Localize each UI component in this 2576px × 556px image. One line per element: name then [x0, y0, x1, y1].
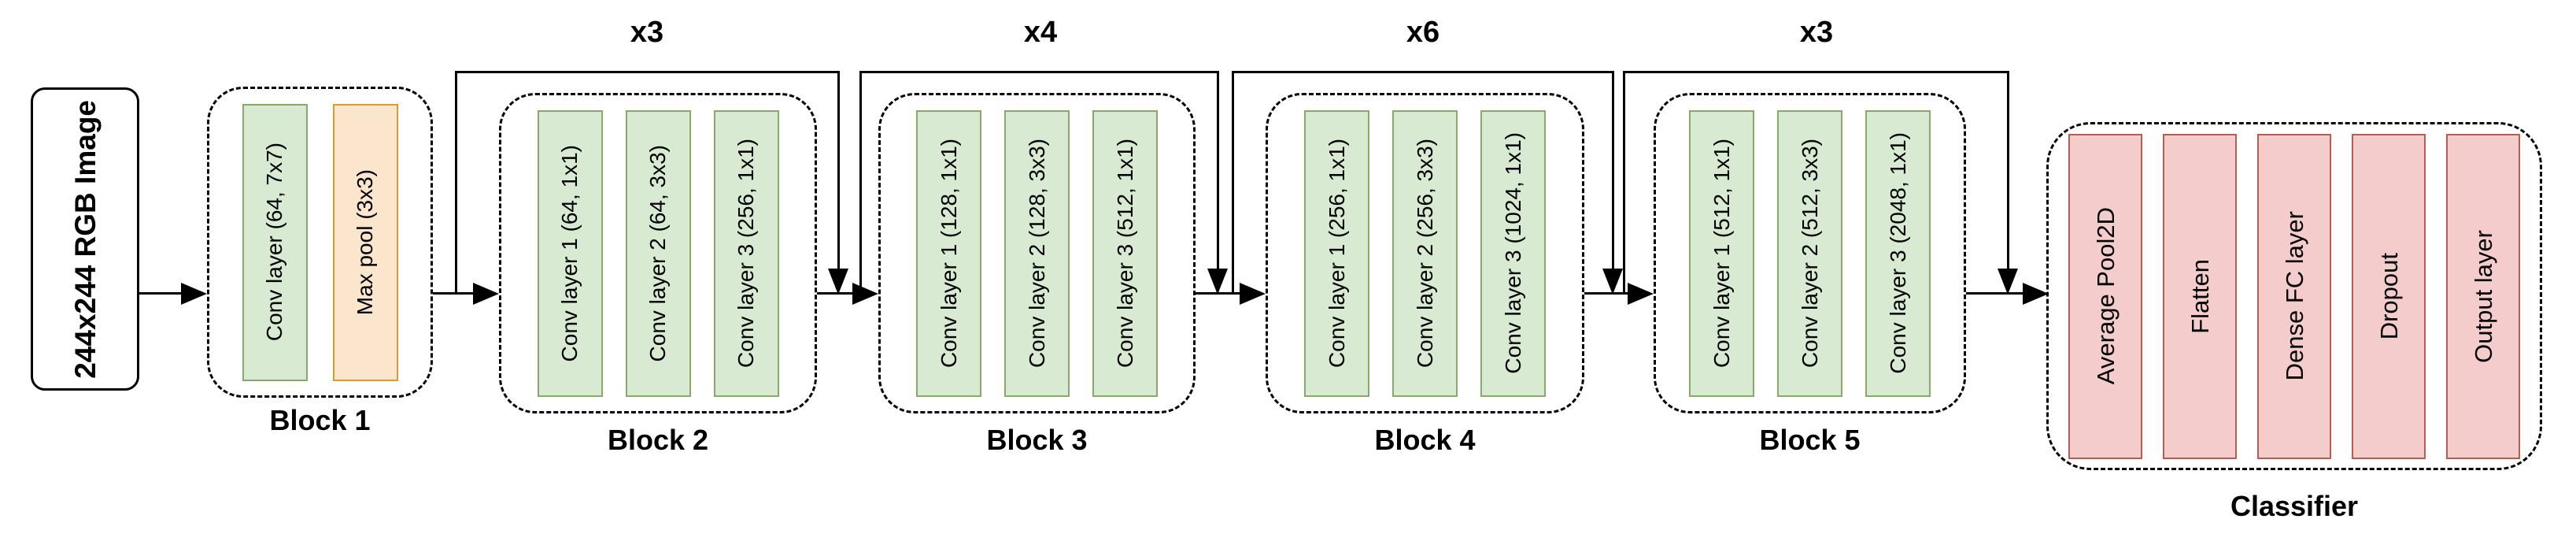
arrowhead-into-block5: [1628, 283, 1654, 305]
block4-conv2-box: Conv layer 2 (256, 3x3): [1392, 109, 1458, 397]
arrowhead-into-block1: [181, 283, 207, 305]
block-2-caption: Block 2: [607, 424, 709, 456]
loop-block4-top-line: [1232, 71, 1614, 73]
flow-line-input-to-block1: [139, 292, 187, 295]
arrowhead-into-classifier: [2023, 283, 2049, 305]
block-1-container: Conv layer (64, 7x7) Max pool (3x3): [207, 87, 433, 398]
loop-block5-repeat-label: x3: [1799, 16, 1834, 49]
block1-max-pool-box: Max pool (3x3): [332, 103, 398, 381]
flow-line-block5-to-classifier: [1966, 292, 2027, 295]
loop-block2-repeat-label: x3: [630, 16, 664, 49]
classifier-average-pool2d-label: Average Pool2D: [2091, 207, 2120, 385]
block5-conv2-label: Conv layer 2 (512, 3x3): [1797, 138, 1822, 369]
block3-conv3-box: Conv layer 3 (512, 1x1): [1092, 109, 1158, 397]
loop-block2-arrowhead: [828, 269, 848, 295]
block-2-container: Conv layer 1 (64, 1x1) Conv layer 2 (64,…: [499, 93, 817, 413]
block-3-caption: Block 3: [986, 424, 1088, 456]
classifier-dense-fc-label: Dense FC layer: [2280, 211, 2308, 381]
block-1-caption: Block 1: [269, 404, 371, 436]
block5-conv1-box: Conv layer 1 (512, 1x1): [1689, 109, 1754, 397]
block2-conv2-label: Conv layer 2 (64, 3x3): [645, 144, 670, 362]
loop-block3-arrowhead: [1207, 269, 1228, 295]
block4-conv2-label: Conv layer 2 (256, 3x3): [1412, 138, 1437, 369]
block4-conv3-label: Conv layer 3 (1024, 1x1): [1500, 132, 1525, 374]
block5-conv2-box: Conv layer 2 (512, 3x3): [1777, 109, 1842, 397]
block1-conv-layer-label: Conv layer (64, 7x7): [262, 143, 286, 342]
loop-block3-down-line: [1217, 71, 1219, 270]
loop-block3-repeat-label: x4: [1023, 16, 1058, 49]
arrowhead-into-block4: [1240, 283, 1266, 305]
loop-block4-repeat-label: x6: [1406, 16, 1440, 49]
classifier-dropout-label: Dropout: [2375, 252, 2403, 340]
classifier-caption: Classifier: [2230, 490, 2359, 522]
loop-block5-top-line: [1623, 71, 2009, 73]
loop-block4-arrowhead: [1602, 269, 1623, 295]
block3-conv2-box: Conv layer 2 (128, 3x3): [1004, 109, 1070, 397]
block1-max-pool-label: Max pool (3x3): [353, 169, 377, 316]
loop-block2-top-line: [455, 71, 840, 73]
block3-conv2-label: Conv layer 2 (128, 3x3): [1024, 138, 1049, 369]
block-4-container: Conv layer 1 (256, 1x1) Conv layer 2 (25…: [1266, 93, 1584, 413]
block4-conv1-label: Conv layer 1 (256, 1x1): [1324, 138, 1349, 369]
loop-block4-up-line: [1232, 71, 1234, 295]
block1-conv-layer-box: Conv layer (64, 7x7): [242, 103, 308, 381]
block4-conv1-box: Conv layer 1 (256, 1x1): [1304, 109, 1369, 397]
block-4-caption: Block 4: [1374, 424, 1476, 456]
loop-block5-down-line: [2007, 71, 2009, 270]
loop-block5-up-line: [1623, 71, 1625, 295]
block-3-container: Conv layer 1 (128, 1x1) Conv layer 2 (12…: [878, 93, 1196, 413]
loop-block2-down-line: [837, 71, 840, 270]
loop-block4-down-line: [1612, 71, 1614, 270]
block5-conv3-label: Conv layer 3 (2048, 1x1): [1885, 132, 1910, 374]
block2-conv1-box: Conv layer 1 (64, 1x1): [537, 109, 603, 397]
loop-block3-top-line: [859, 71, 1219, 73]
block3-conv1-label: Conv layer 1 (128, 1x1): [936, 138, 961, 369]
classifier-container: Average Pool2D Flatten Dense FC layer Dr…: [2046, 122, 2542, 470]
input-image-box: 244x244 RGB Image: [31, 87, 139, 391]
block2-conv1-label: Conv layer 1 (64, 1x1): [557, 144, 582, 362]
input-image-label: 244x244 RGB Image: [68, 99, 102, 379]
classifier-average-pool2d-box: Average Pool2D: [2068, 133, 2142, 459]
arrowhead-into-block3: [852, 283, 878, 305]
classifier-dense-fc-box: Dense FC layer: [2257, 133, 2331, 459]
block3-conv1-box: Conv layer 1 (128, 1x1): [916, 109, 981, 397]
classifier-flatten-label: Flatten: [2186, 258, 2214, 334]
loop-block2-up-line: [455, 71, 457, 295]
block3-conv3-label: Conv layer 3 (512, 1x1): [1112, 138, 1137, 369]
classifier-dropout-box: Dropout: [2352, 133, 2426, 459]
loop-block3-up-line: [859, 71, 862, 295]
classifier-output-layer-box: Output layer: [2446, 133, 2520, 459]
arrowhead-into-block2: [473, 283, 499, 305]
block2-conv2-box: Conv layer 2 (64, 3x3): [625, 109, 691, 397]
classifier-flatten-box: Flatten: [2163, 133, 2237, 459]
block2-conv3-label: Conv layer 3 (256, 1x1): [734, 138, 758, 369]
loop-block5-arrowhead: [1998, 269, 2018, 295]
block-5-container: Conv layer 1 (512, 1x1) Conv layer 2 (51…: [1654, 93, 1966, 413]
block-5-caption: Block 5: [1759, 424, 1861, 456]
block4-conv3-box: Conv layer 3 (1024, 1x1): [1480, 109, 1546, 397]
block5-conv1-label: Conv layer 1 (512, 1x1): [1709, 138, 1734, 369]
classifier-output-layer-label: Output layer: [2469, 229, 2497, 363]
block2-conv3-box: Conv layer 3 (256, 1x1): [713, 109, 779, 397]
block5-conv3-box: Conv layer 3 (2048, 1x1): [1865, 109, 1931, 397]
